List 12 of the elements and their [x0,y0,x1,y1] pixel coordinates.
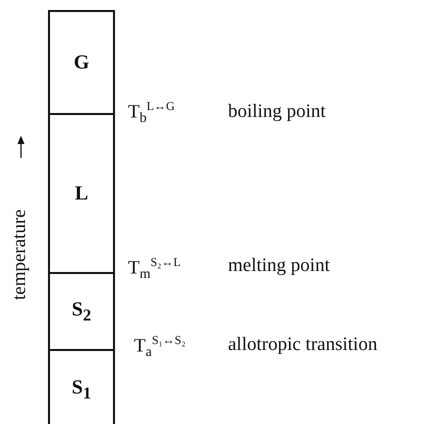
transition-name: boiling point [228,102,326,121]
phase-label: S$_{1}$ [70,376,92,404]
phase-label: S$_{2}$ [70,298,92,326]
phase-label: L [74,182,90,206]
transition-name: allotropic transition [228,335,378,354]
phase-region [48,349,115,424]
phase-label: G [72,52,90,74]
transition-name: melting point [228,256,330,275]
axis-label: temperature [10,209,29,300]
phase-region [48,113,115,273]
phase-region [48,10,115,114]
phase-region [48,272,115,350]
